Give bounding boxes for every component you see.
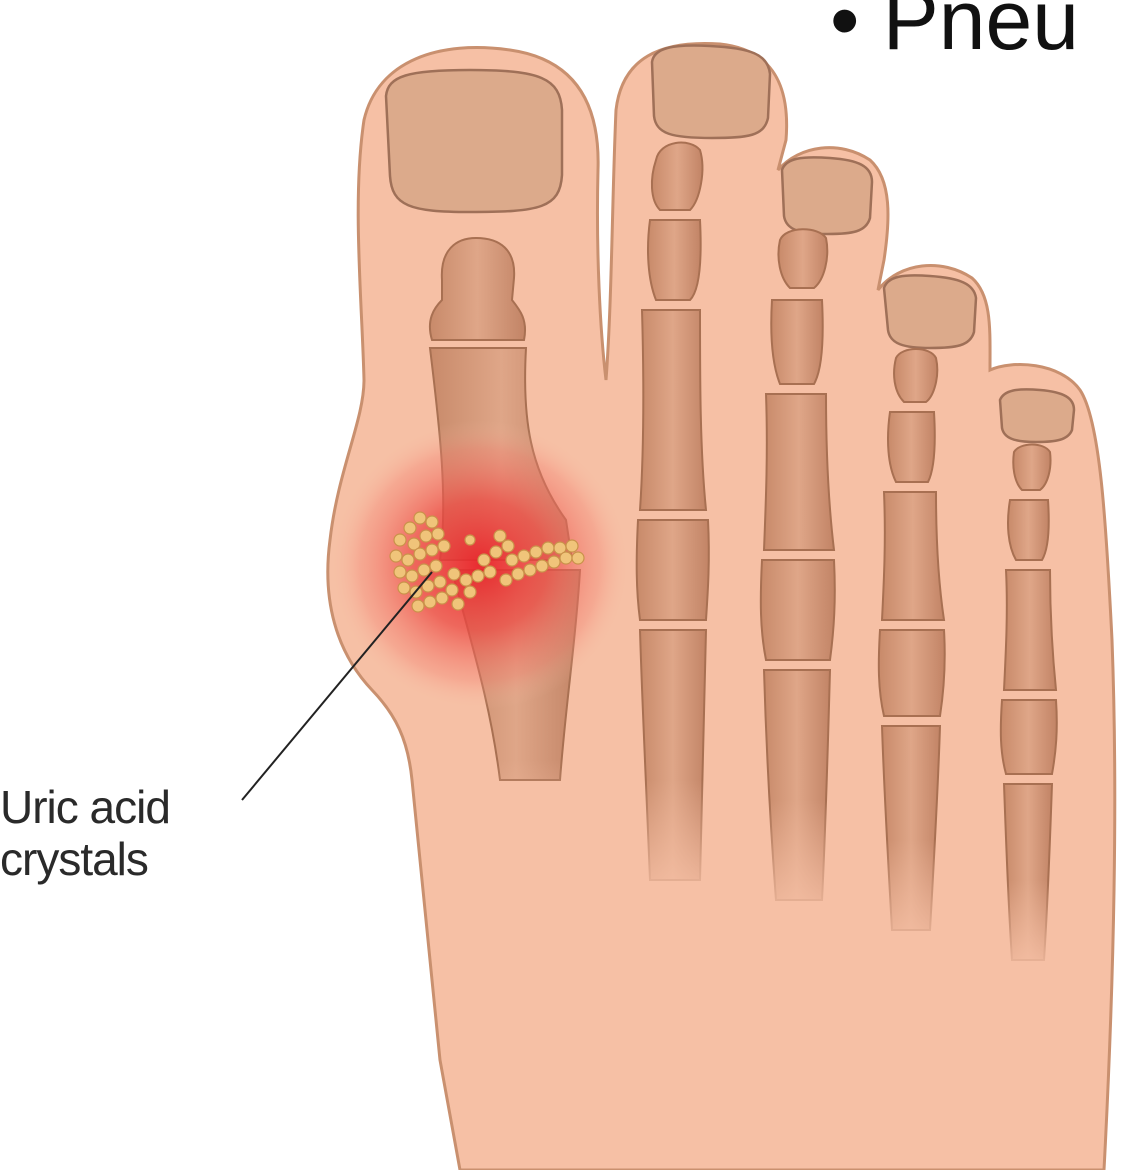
- big-toe-nail: [386, 70, 562, 212]
- second-toe-nail: [652, 46, 770, 138]
- fifth-toe-nail: [1000, 389, 1074, 442]
- bullet-marker: •: [830, 0, 859, 67]
- callout-label-line1: Uric acid: [0, 782, 170, 834]
- callout-label-line2: crystals: [0, 834, 170, 886]
- fourth-toe-nail: [884, 275, 976, 348]
- callout-label: Uric acid crystals: [0, 782, 170, 885]
- third-toe-nail: [782, 157, 872, 234]
- bullet-label: Pneu: [883, 0, 1079, 67]
- slide-bullet-text: • Pneu: [830, 0, 1079, 62]
